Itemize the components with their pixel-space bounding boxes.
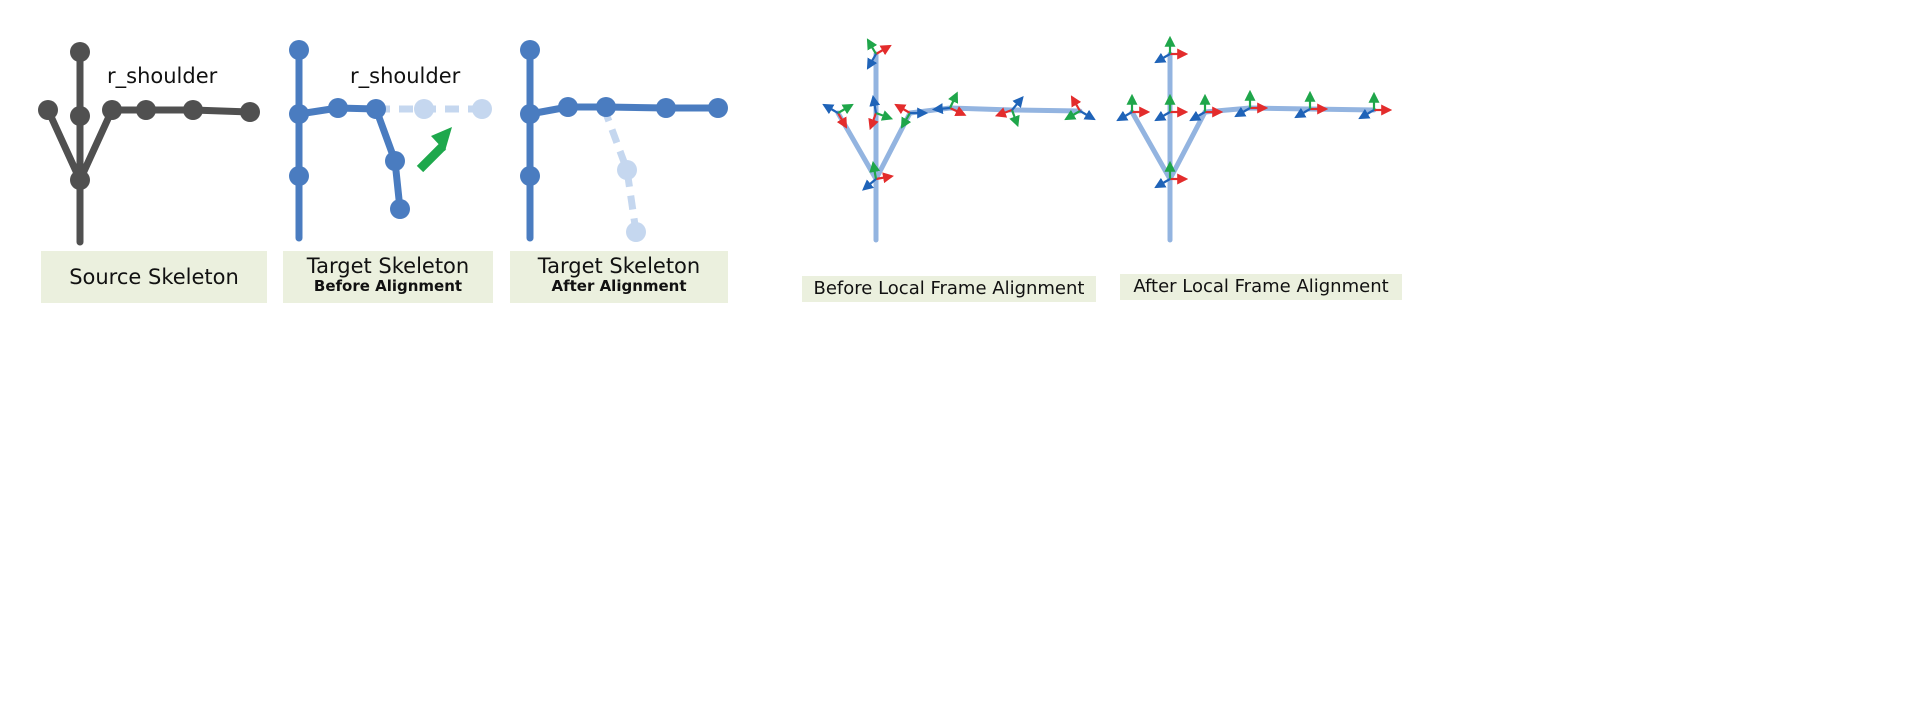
z-axis-arrow (869, 95, 881, 114)
frame-skeleton-before (835, 51, 1083, 243)
z-axis-arrow (1189, 110, 1206, 122)
label-main: Target Skeleton (306, 254, 470, 278)
local-frames-before (822, 38, 1096, 191)
joint-r-wrist (390, 199, 410, 219)
joint-chest (289, 104, 309, 124)
x-axis-arrow (836, 112, 848, 129)
bone (907, 105, 1083, 116)
joint-head (520, 40, 540, 60)
green-arrow-icon (416, 127, 452, 173)
z-axis-arrow (1154, 110, 1171, 122)
joint-left-shoulder (38, 100, 58, 120)
z-axis-arrow (822, 103, 839, 115)
joint-hip (70, 170, 90, 190)
label-target-after: Target Skeleton After Alignment (510, 251, 728, 303)
bone (108, 106, 254, 116)
joint-faded (626, 222, 646, 242)
joint-hip (520, 166, 540, 186)
label-main: After Local Frame Alignment (1133, 276, 1389, 297)
z-axis-arrow (931, 103, 951, 115)
x-axis-arrow (875, 44, 892, 56)
joint-r-hand (240, 102, 260, 122)
z-axis-arrow (1011, 96, 1024, 111)
z-axis-arrow (1154, 177, 1171, 189)
local-frames-after (1116, 35, 1393, 189)
target-skeleton-after (520, 40, 728, 242)
label-target-before: Target Skeleton Before Alignment (283, 251, 493, 303)
bone (295, 104, 404, 213)
source-skeleton (38, 42, 260, 246)
y-axis-arrow (875, 110, 894, 121)
bone (1202, 105, 1377, 115)
y-axis-arrow (869, 161, 881, 180)
x-axis-arrow (868, 112, 879, 131)
joint-r-wrist (708, 98, 728, 118)
label-main: Source Skeleton (69, 265, 239, 289)
joint-faded (617, 160, 637, 180)
target-before-faded (376, 99, 492, 119)
joint-head (289, 40, 309, 60)
joint-r-elbow (656, 98, 676, 118)
joint-head (70, 42, 90, 62)
label-main: Target Skeleton (537, 254, 701, 278)
z-axis-arrow (1234, 106, 1251, 118)
target-after-faded (600, 106, 646, 242)
x-axis-arrow (994, 107, 1013, 118)
y-axis-arrow (866, 38, 878, 55)
x-axis-arrow (1070, 95, 1082, 112)
joint-r-elbow (136, 100, 156, 120)
joint-hip (289, 166, 309, 186)
z-axis-arrow (866, 53, 878, 70)
x-axis-arrow (875, 172, 894, 184)
joint-r-clavicle (328, 98, 348, 118)
joint-label-source: r_shoulder (107, 64, 218, 88)
frame-skeleton-after (1129, 51, 1377, 243)
label-sub: Before Alignment (313, 277, 463, 295)
joint-r-shoulder (366, 99, 386, 119)
z-axis-arrow (1294, 107, 1311, 119)
target-skeleton-before (289, 40, 410, 242)
y-axis-arrow (1064, 109, 1081, 121)
z-axis-arrow (862, 178, 877, 191)
joint-r-wrist (183, 100, 203, 120)
joint-r-clavicle (558, 97, 578, 117)
joint-faded (472, 99, 492, 119)
y-axis-arrow (837, 103, 854, 115)
y-axis-arrow (948, 91, 959, 109)
z-axis-arrow (1154, 52, 1171, 64)
joint-chest (70, 106, 90, 126)
joint-faded (414, 99, 434, 119)
joint-chest (520, 104, 540, 124)
z-axis-arrow (1079, 109, 1096, 121)
joint-r-shoulder (596, 97, 616, 117)
x-axis-arrow (949, 106, 967, 117)
label-source-skeleton: Source Skeleton (41, 251, 267, 303)
joint-label-target: r_shoulder (350, 64, 461, 88)
z-axis-arrow (1358, 108, 1375, 120)
label-main: Before Local Frame Alignment (813, 278, 1085, 299)
joint-r-shoulder (102, 100, 122, 120)
y-axis-arrow (900, 112, 912, 129)
label-frame-after: After Local Frame Alignment (1120, 274, 1402, 300)
x-axis-arrow (894, 103, 911, 115)
z-axis-arrow (1116, 110, 1133, 122)
label-sub: After Alignment (551, 277, 687, 295)
label-frame-before: Before Local Frame Alignment (802, 276, 1096, 302)
joint-r-elbow (385, 151, 405, 171)
y-axis-arrow (1009, 109, 1020, 128)
